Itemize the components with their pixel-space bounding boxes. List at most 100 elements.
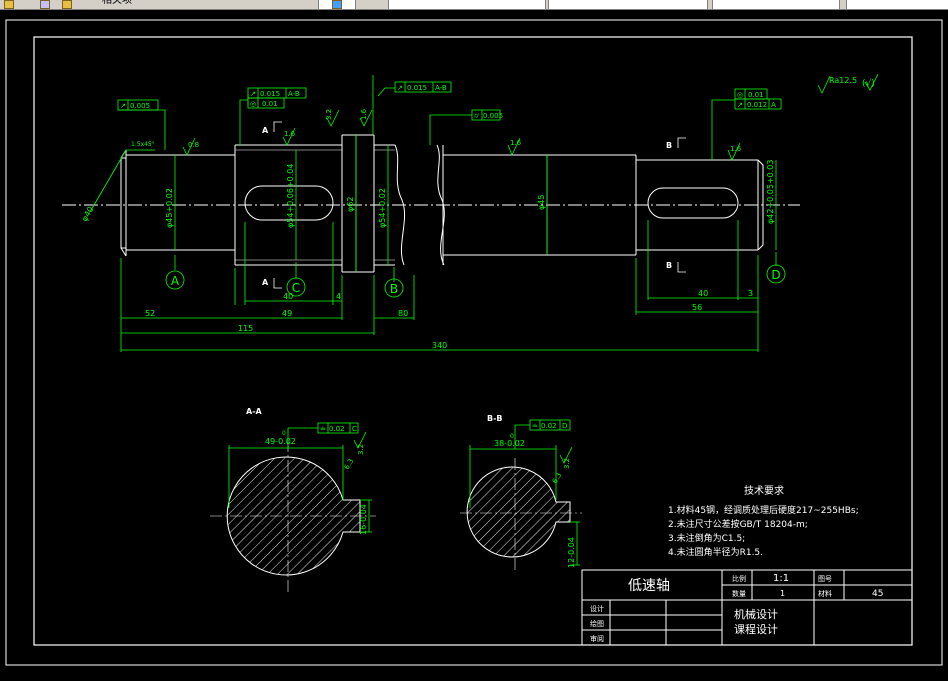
section-mark-B-top: B [666, 141, 672, 150]
tol-2-symbol: ↗ [250, 90, 256, 98]
aa-tol-symbol: ≐ [320, 425, 326, 433]
drawing-svg[interactable]: 52 49 115 80 340 40 4 40 56 3 φ45+0.02 φ… [0, 10, 948, 677]
inner-frame [33, 36, 913, 646]
section-bb-shape [466, 466, 571, 558]
bb-tol-datum: D [562, 422, 567, 430]
tol-1-value: 0.005 [130, 102, 150, 110]
bb-ra-2: 6.3 [551, 471, 563, 485]
section-arrows [273, 121, 686, 289]
datum-B: B [390, 282, 398, 296]
course-line-2: 课程设计 [734, 623, 778, 636]
aa-width-dim: 49-0.02 [265, 437, 296, 446]
top-toolbar: 相关项 [0, 0, 948, 10]
title-block-texts: 低速轴 比例 1:1 图号 数量 1 材料 45 设计 绘图 审阅 机械设计 课… [590, 573, 883, 643]
linetype-dropdown[interactable] [548, 0, 708, 9]
datum-circles [165, 264, 786, 298]
bb-tol-value: 0.02 [541, 422, 557, 430]
quantity-label: 数量 [732, 589, 746, 598]
bb-depth-dim: 12-0.04 [567, 537, 576, 568]
aa-tol-value: 0.02 [329, 425, 345, 433]
break-line-left [394, 144, 406, 266]
tol-6-value: 0.01 [748, 91, 764, 99]
tol-4-value: 0.015 [407, 84, 427, 92]
toolbar-layer-label[interactable]: 相关项 [102, 0, 132, 6]
tol-4-symbol: ↗ [397, 84, 403, 92]
folder-icon[interactable] [4, 0, 14, 9]
keyway-2 [647, 187, 739, 219]
aa-ra-1: 3.2 [357, 444, 365, 455]
tol-5-value: 0.005 [483, 112, 503, 120]
bb-tol-symbol: ≐ [532, 422, 538, 430]
tolerance-texts: ↗ 0.005 ↗ 0.015 A-B ◎ 0.01 ↗ 0.015 A-B ⌭… [120, 84, 776, 120]
dimension-lines [89, 75, 777, 352]
layer-state-icon[interactable] [332, 0, 342, 9]
dim-115: 115 [238, 324, 253, 333]
tech-req-item-2: 2.未注尺寸公差按GB/T 18204-m; [668, 518, 808, 530]
plotstyle-dropdown[interactable] [846, 0, 948, 9]
color-dropdown[interactable] [388, 0, 546, 9]
ra-1: 0.8 [188, 141, 199, 149]
drafter-label: 绘图 [590, 619, 604, 628]
section-mark-B-bottom: B [666, 261, 672, 270]
dim-40-a: 40 [283, 292, 293, 301]
section-aa-view [210, 440, 376, 592]
dim-dia-40: φ40 [80, 205, 96, 223]
technical-requirements: 技术要求 1.材料45钢，经调质处理后硬度217~255HBs; 2.未注尺寸公… [668, 484, 859, 558]
tol-1-symbol: ↗ [120, 102, 126, 110]
scale-value: 1:1 [773, 573, 789, 584]
bb-width-dim-prefix: 0 [510, 433, 514, 440]
designer-label: 设计 [590, 604, 604, 613]
roughness-note-suffix: (√) [862, 78, 875, 89]
ra-2: 1.6 [284, 130, 296, 138]
ra-5: 1.6 [510, 139, 522, 147]
ra-6: 1.6 [730, 145, 742, 153]
datum-D: D [771, 268, 780, 282]
dim-49: 49 [282, 309, 292, 318]
layer-icon[interactable] [40, 0, 50, 9]
bb-ra-1: 3.2 [563, 458, 571, 469]
tech-req-item-3: 3.未注倒角为C1.5; [668, 532, 745, 544]
drawing-no-label: 图号 [818, 575, 832, 583]
shaft-left-end [120, 149, 127, 257]
dim-dia-54: φ54+0.06+0.04 [286, 164, 295, 229]
tol-3-symbol: ◎ [250, 100, 256, 108]
tol-7-value: 0.012 [747, 101, 767, 109]
tol-7-datum: A [771, 101, 776, 109]
part-name: 低速轴 [628, 578, 670, 594]
dim-40-b: 40 [698, 289, 708, 298]
material-label: 材料 [818, 589, 832, 598]
section-mark-A-bottom: A [262, 278, 269, 287]
material-value: 45 [872, 589, 883, 599]
section-bb-view [460, 458, 582, 570]
aa-tol-datum: C [352, 425, 357, 433]
lineweight-dropdown[interactable] [712, 0, 840, 9]
tech-req-item-4: 4.未注圆角半径为R1.5. [668, 546, 763, 558]
tolerance-frames [117, 81, 782, 121]
checker-label: 审阅 [590, 634, 604, 643]
aa-width-dim-prefix: 0 [282, 430, 286, 437]
ra-4: 1.6 [360, 108, 368, 120]
tol-3-value: 0.01 [262, 100, 278, 108]
quantity-value: 1 [780, 589, 785, 598]
dim-56: 56 [692, 303, 702, 312]
tol-2-datum: A-B [288, 90, 300, 98]
roughness-symbols [182, 73, 879, 162]
shaft-main-view [62, 134, 800, 273]
tol-6-symbol: ◎ [737, 91, 743, 99]
datum-A: A [171, 274, 180, 288]
dim-52: 52 [145, 309, 155, 318]
aa-depth-dim: 16-0.04 [359, 504, 368, 535]
section-mark-A-top: A [262, 126, 269, 135]
tech-req-title: 技术要求 [744, 484, 784, 497]
section-mark-texts: A A B B [262, 126, 672, 287]
course-line-1: 机械设计 [734, 607, 778, 621]
datum-C: C [292, 281, 300, 295]
section-bb-title: B-B [487, 414, 503, 423]
tol-2-value: 0.015 [260, 90, 280, 98]
light-icon[interactable] [62, 0, 72, 9]
dim-4: 4 [336, 292, 341, 301]
break-line-right [436, 144, 445, 266]
drawing-canvas[interactable]: 52 49 115 80 340 40 4 40 56 3 φ45+0.02 φ… [0, 10, 948, 677]
outer-frame [5, 19, 943, 666]
dim-dia-54b: φ54+0.02 [378, 188, 387, 228]
